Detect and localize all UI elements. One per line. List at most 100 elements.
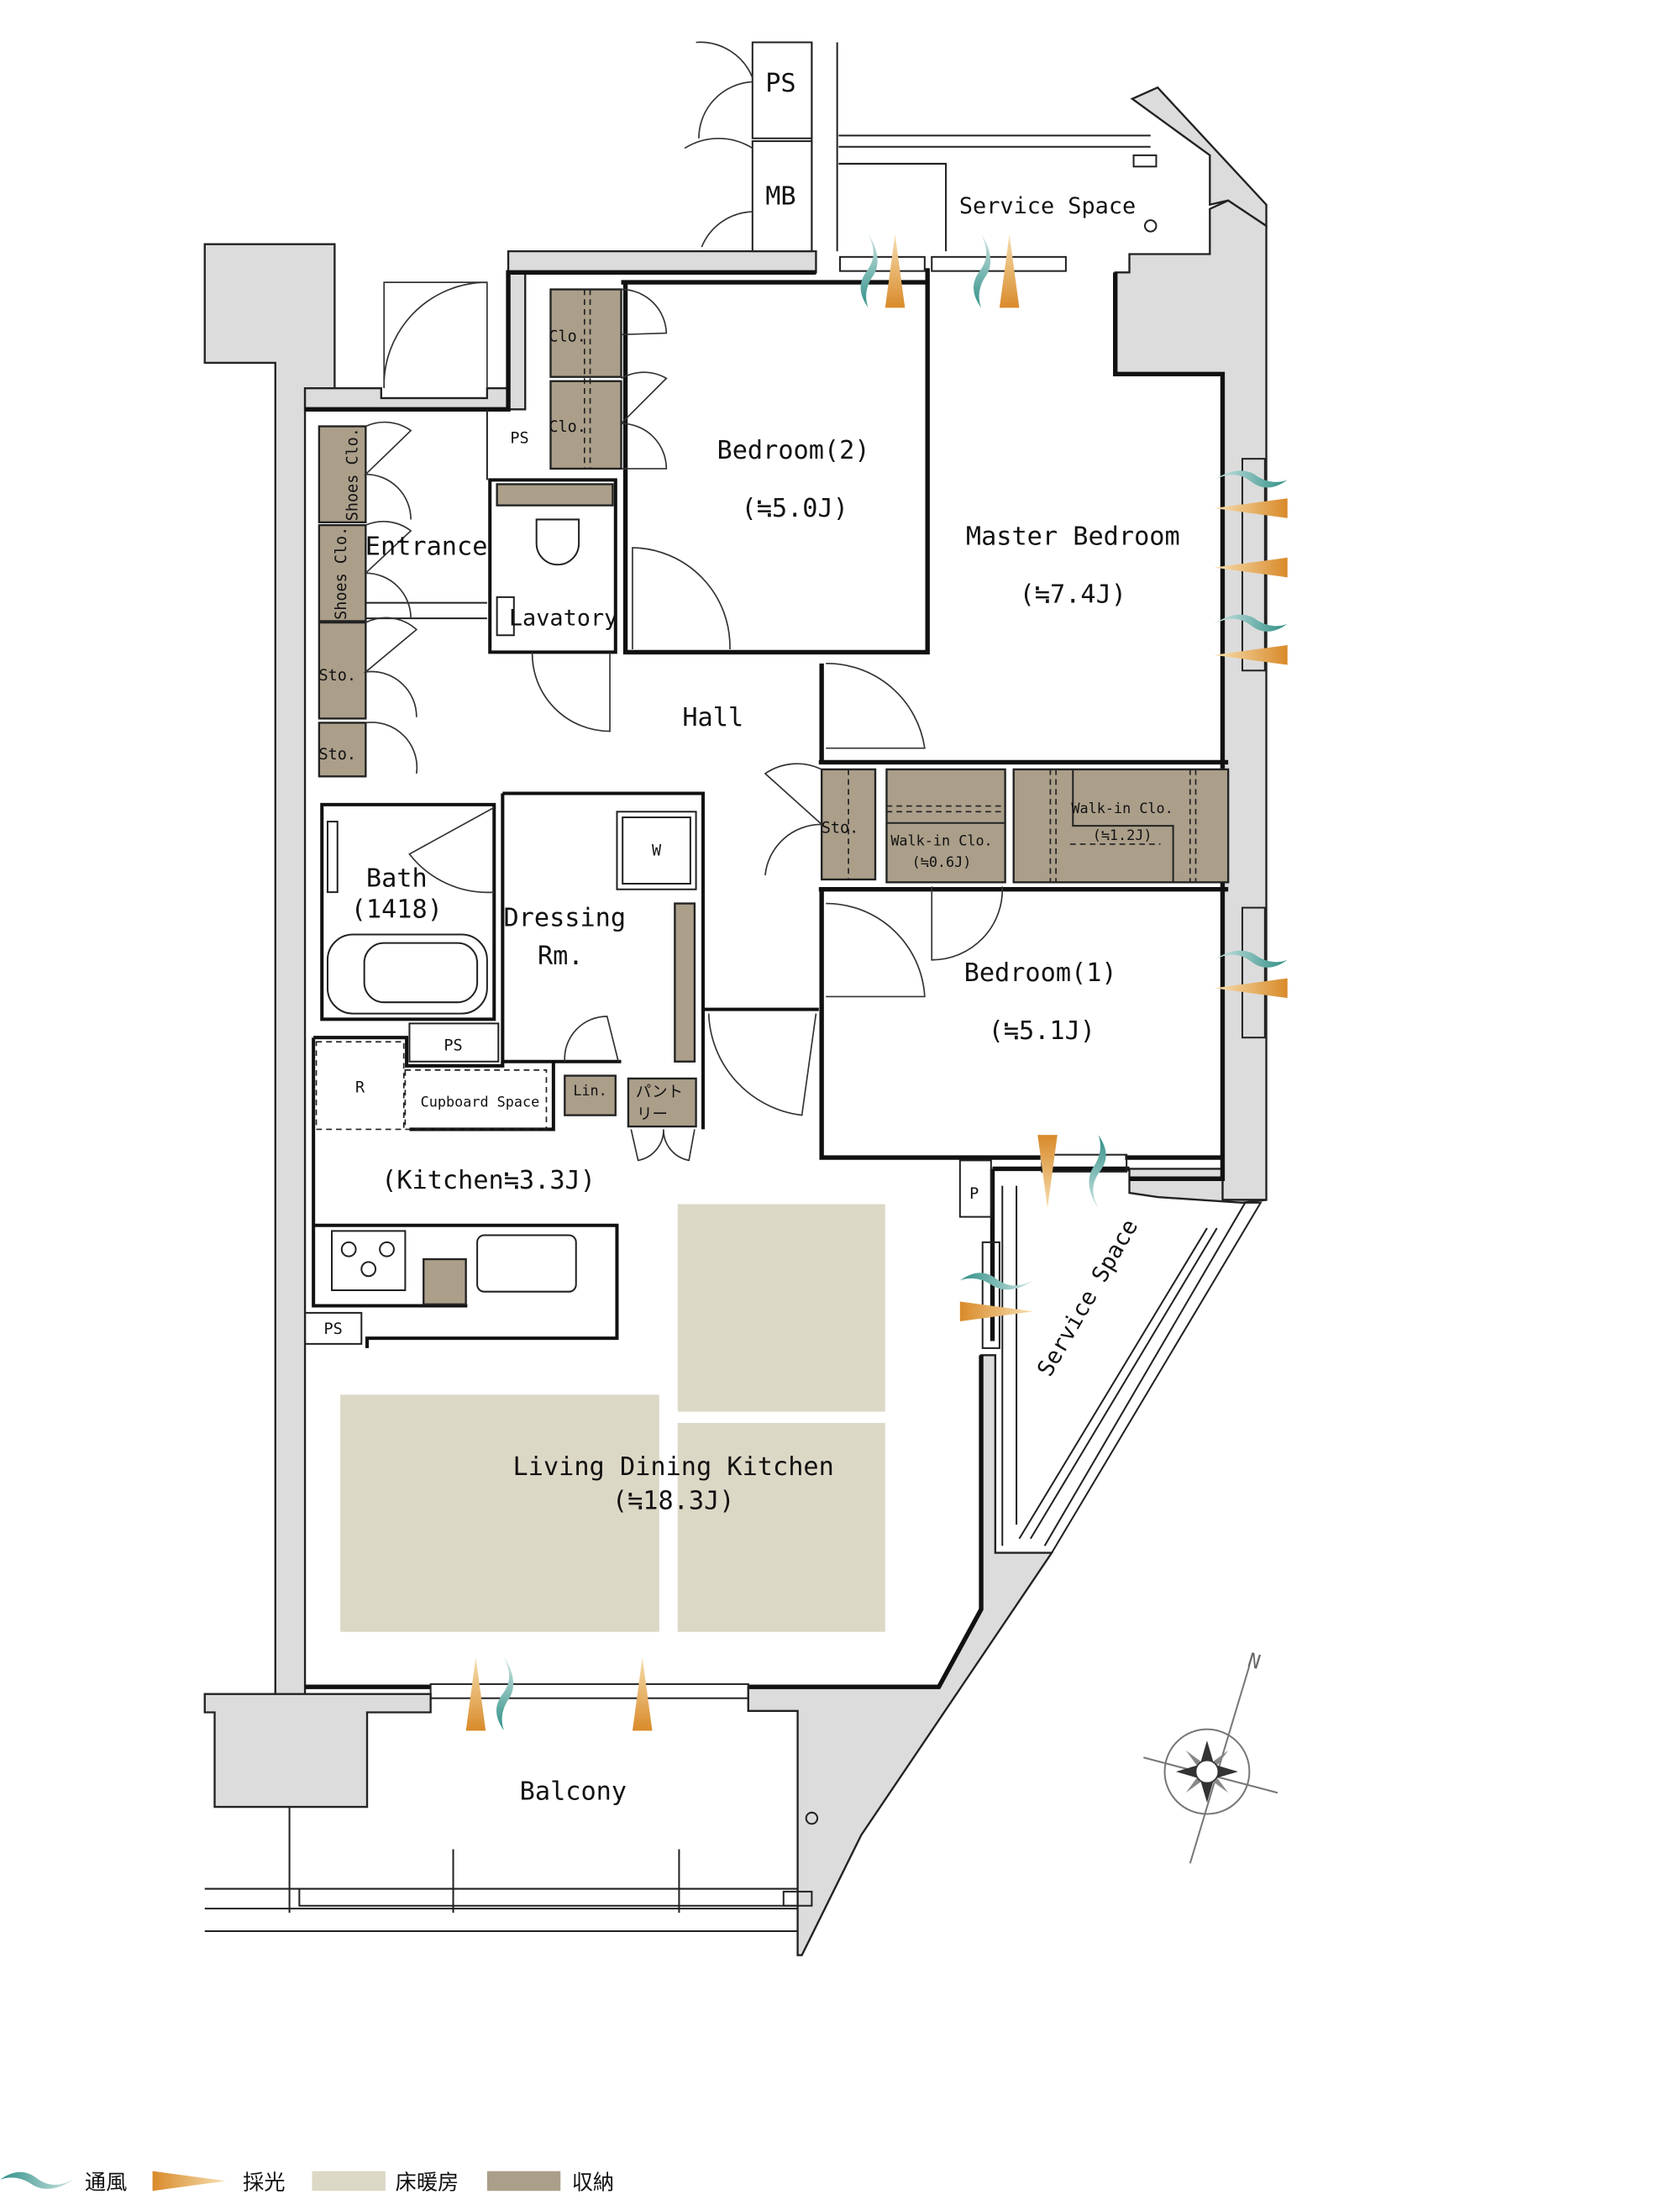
p-label: P (969, 1185, 979, 1203)
closet-1 (549, 288, 622, 378)
legend-ventilation-label: 通風 (85, 2171, 127, 2195)
balcony-area (204, 1807, 819, 1932)
storage-1-label: Sto. (318, 667, 355, 685)
wic-large-size: (≒1.2J) (1093, 827, 1152, 843)
hall-ldk-door[interactable] (707, 1013, 817, 1116)
wind-icon (496, 1656, 514, 1731)
fixtures (304, 518, 992, 1345)
closet-doors[interactable] (620, 288, 668, 470)
wic-small-label: Walk-in Clo. (890, 832, 992, 849)
lavatory-label: Lavatory (509, 605, 617, 631)
entrance-label: Entrance (365, 532, 488, 561)
hall-label: Hall (682, 703, 743, 732)
walls (203, 86, 1268, 1956)
dressing-label: Dressing (503, 903, 626, 932)
ps-kitchen (304, 1311, 363, 1345)
cupboard-space-box (404, 1069, 548, 1131)
linen-door[interactable] (564, 1016, 619, 1062)
balcony-unit (782, 1890, 813, 1907)
storage-1 (318, 621, 367, 720)
pantry (627, 1077, 697, 1128)
compass-center (1194, 1759, 1220, 1784)
refrigerator-label: R (355, 1079, 365, 1097)
kitchen-label: (Kitchen≒3.3J) (381, 1166, 596, 1195)
storage-door[interactable] (764, 763, 824, 876)
service-space-side: Service Space (1001, 1185, 1263, 1554)
ps-entrance-label: PS (510, 430, 528, 448)
burner (340, 1241, 357, 1257)
shoe-closet-doors[interactable] (363, 421, 418, 774)
wic-small-size: (≒0.6J) (912, 853, 972, 870)
shaft-wall-line (811, 42, 838, 252)
shoes-closet-1-label: Shoes Clo. (344, 428, 361, 521)
bath-walls (320, 802, 496, 1021)
left-wall (203, 243, 336, 1695)
lavatory-shelf (496, 483, 614, 507)
windows (429, 255, 1266, 1699)
drain (1143, 219, 1158, 233)
compass-ring (1163, 1728, 1251, 1815)
window-ldk (429, 1683, 749, 1699)
refrigerator-space (315, 1041, 405, 1131)
right-wall (1114, 199, 1268, 1201)
service-side-rails (1001, 1185, 1263, 1554)
ldk-size: (≒18.3J) (612, 1486, 735, 1515)
wic-rails (848, 769, 1197, 883)
wic-partitions (886, 769, 1174, 883)
master-bedroom-door[interactable] (826, 663, 926, 749)
outdoor-unit (1132, 154, 1158, 168)
pantry-doors[interactable] (630, 1129, 696, 1162)
bedroom2-walls (621, 268, 930, 655)
balcony-label: Balcony (520, 1777, 627, 1807)
unit-outline (305, 270, 1226, 1689)
light-icon (632, 1656, 653, 1731)
service-space-top: Service Space (838, 134, 1158, 252)
ldk-label: Living Dining Kitchen (513, 1452, 834, 1482)
legend-floor-heating-swatch (312, 2171, 386, 2192)
cupboard-space-label: Cupboard Space (421, 1094, 540, 1110)
partitions (312, 268, 1229, 1348)
bedroom2-size: (≒5.0J) (742, 494, 848, 523)
storage-2 (318, 722, 367, 778)
bedroom1-label: Bedroom(1) (964, 958, 1117, 988)
shafts-top: PS MB (684, 41, 838, 253)
entrance-door[interactable] (383, 281, 488, 389)
storage-2-label: Sto. (318, 746, 355, 764)
washer-box (616, 811, 697, 890)
shoes-closet-2-label: Shoes Clo. (333, 527, 350, 620)
cooktop-icon (330, 1230, 407, 1292)
light-icon (959, 1301, 1034, 1321)
legend-storage-swatch (486, 2171, 561, 2192)
linen-label: Lin. (573, 1082, 606, 1099)
pantry-label-2: リー (637, 1106, 668, 1124)
storage-areas (318, 288, 1230, 1305)
bath-door[interactable] (408, 806, 495, 894)
burner (360, 1261, 377, 1278)
pantry-label-1: パント (636, 1084, 683, 1101)
bedroom1-door[interactable] (826, 902, 926, 998)
washer-label: W (652, 842, 662, 859)
bedroom1-size: (≒5.1J) (989, 1016, 1095, 1046)
doors (363, 281, 1004, 1162)
lavatory-door[interactable] (531, 652, 611, 732)
closet-2 (549, 380, 622, 470)
wic-door[interactable] (931, 886, 1004, 961)
bedroom2-door[interactable] (632, 547, 731, 650)
ps-bath-label: PS (444, 1037, 462, 1054)
legend: 通風 採光 床暖房 収納 (0, 2171, 614, 2195)
balcony-rails (204, 1807, 798, 1932)
bath-label: Bath (366, 864, 428, 893)
light-icon (465, 1656, 486, 1731)
balcony-left-wall (203, 1693, 432, 1809)
mb-doors (684, 41, 753, 248)
legend-light-icon (152, 2171, 226, 2192)
wic-large-label: Walk-in Clo. (1071, 800, 1173, 816)
shoes-closet-2 (318, 523, 367, 622)
closet-2-label: Clo. (549, 418, 585, 436)
window-bedroom1 (1241, 906, 1266, 1039)
service-space-top-label: Service Space (959, 193, 1136, 219)
entrance-step (365, 409, 488, 620)
walk-in-closet-large (1012, 768, 1230, 884)
north-label: N (1245, 1648, 1263, 1674)
toilet-icon (535, 518, 580, 566)
